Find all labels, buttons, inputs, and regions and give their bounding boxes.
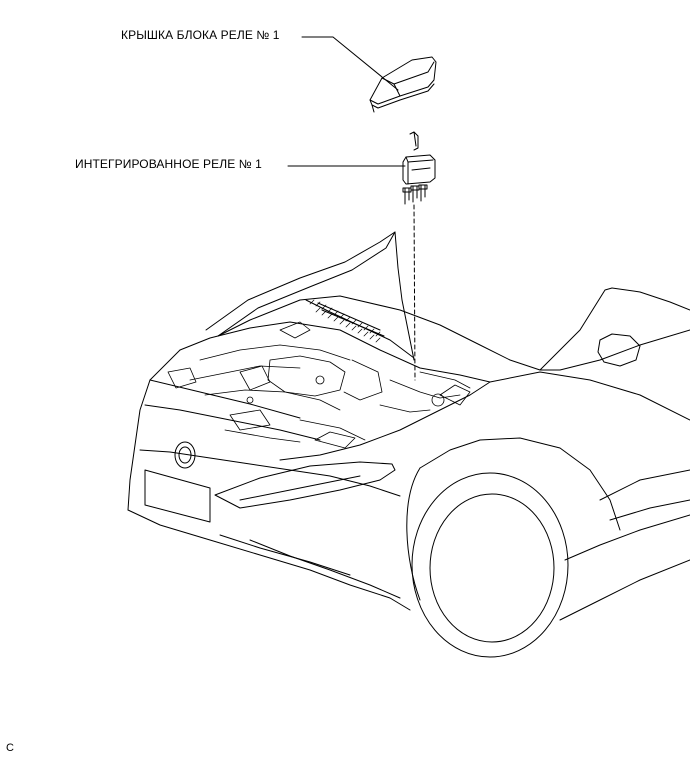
relay-block-cover [369, 56, 437, 113]
vehicle-body [127, 231, 690, 658]
relay-connector-clip [409, 131, 419, 151]
installation-guide-line [413, 204, 416, 381]
cover-leader-line [301, 36, 399, 91]
corner-mark: C [6, 742, 14, 754]
cowl-vent [309, 299, 381, 343]
integrated-relay [402, 154, 436, 185]
relay-terminals [402, 184, 428, 205]
engine-bay-details [167, 321, 471, 449]
relay-block-cover-label: КРЫШКА БЛОКА РЕЛЕ № 1 [121, 28, 280, 42]
integrated-relay-label: ИНТЕГРИРОВАННОЕ РЕЛЕ № 1 [75, 157, 262, 171]
